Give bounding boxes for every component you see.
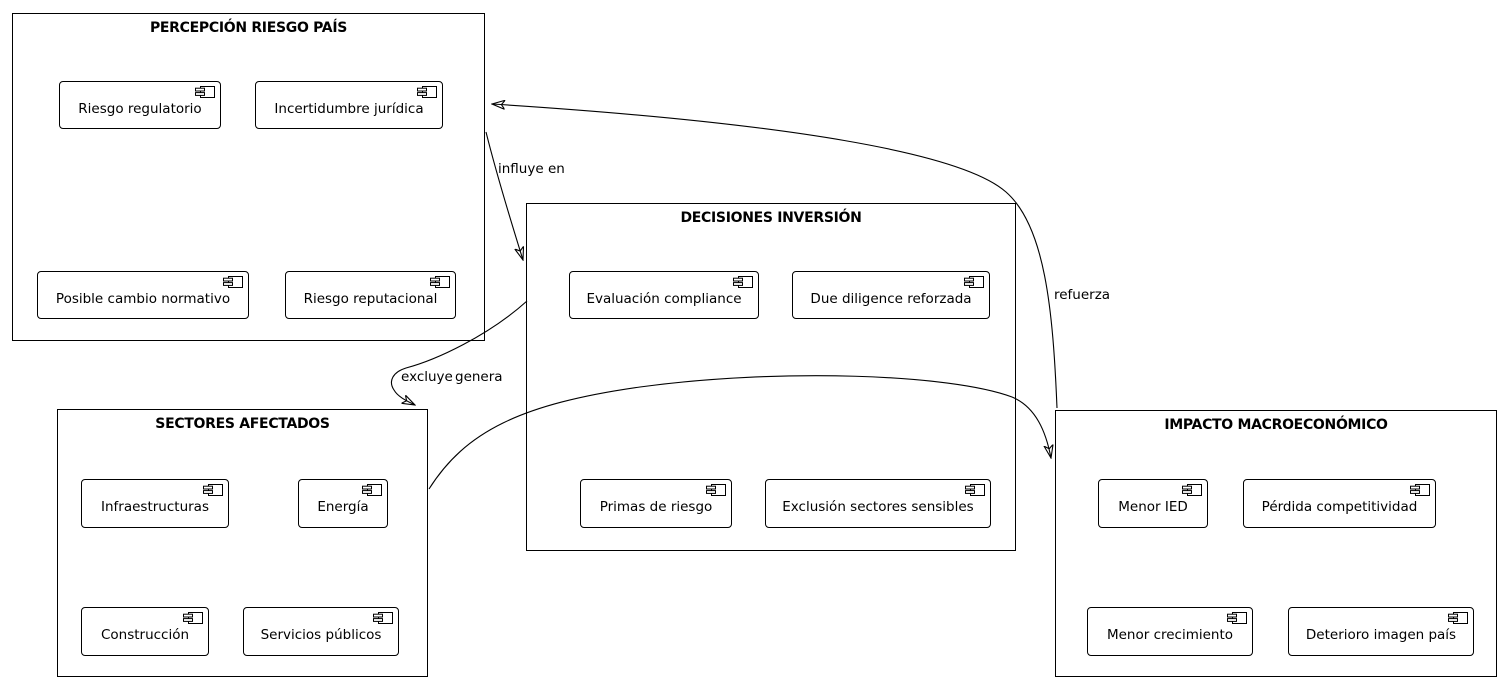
component-icon [373, 612, 393, 624]
component-label: Posible cambio normativo [55, 291, 231, 307]
component-icon [183, 612, 203, 624]
component-due-diligence-reforzada: Due diligence reforzada [792, 271, 990, 319]
component-label: Energía [317, 499, 369, 515]
component-label: Construcción [100, 627, 190, 643]
component-icon [223, 276, 243, 288]
component-icon [362, 484, 382, 496]
component-riesgo-regulatorio: Riesgo regulatorio [59, 81, 221, 129]
component-label: Menor IED [1118, 499, 1188, 515]
edge-influye-en [485, 131, 523, 260]
component-label: Evaluación compliance [586, 291, 742, 307]
group-title: IMPACTO MACROECONÓMICO [1164, 417, 1388, 433]
component-icon [417, 86, 437, 98]
edge-label-excluye: excluye [401, 369, 453, 385]
group-sectores-afectados: SECTORES AFECTADOS Infraestructuras Ener… [57, 409, 428, 677]
component-exclusion-sectores-sensibles: Exclusión sectores sensibles [765, 479, 991, 528]
component-icon [733, 276, 753, 288]
group-impacto-macroeconomico: IMPACTO MACROECONÓMICO Menor IED Pérdida… [1055, 410, 1497, 677]
component-label: Menor crecimiento [1106, 627, 1234, 643]
group-decisiones-inversion: DECISIONES INVERSIÓN Evaluación complian… [526, 203, 1016, 551]
group-title: SECTORES AFECTADOS [155, 416, 330, 432]
component-energia: Energía [298, 479, 388, 528]
component-icon [964, 276, 984, 288]
component-label: Primas de riesgo [599, 499, 713, 515]
component-icon [706, 484, 726, 496]
component-servicios-publicos: Servicios públicos [243, 607, 399, 656]
component-label: Riesgo reputacional [303, 291, 438, 307]
component-posible-cambio-normativo: Posible cambio normativo [37, 271, 249, 319]
component-label: Incertidumbre jurídica [274, 101, 424, 117]
component-label: Infraestructuras [101, 499, 209, 515]
component-menor-crecimiento: Menor crecimiento [1087, 607, 1253, 656]
group-title: PERCEPCIÓN RIESGO PAÍS [149, 20, 348, 36]
component-label: Deterioro imagen país [1305, 627, 1457, 643]
component-icon [195, 86, 215, 98]
component-incertidumbre-juridica: Incertidumbre jurídica [255, 81, 443, 129]
component-label: Due diligence reforzada [810, 291, 972, 307]
component-riesgo-reputacional: Riesgo reputacional [285, 271, 456, 319]
component-icon [203, 484, 223, 496]
component-evaluacion-compliance: Evaluación compliance [569, 271, 759, 319]
component-primas-de-riesgo: Primas de riesgo [580, 479, 732, 528]
component-menor-ied: Menor IED [1098, 479, 1208, 528]
edge-label-influye-en: influye en [498, 161, 565, 177]
component-label: Pérdida competitividad [1261, 499, 1418, 515]
component-icon [1448, 612, 1468, 624]
edge-label-refuerza: refuerza [1054, 287, 1111, 303]
edge-label-genera: genera [455, 369, 503, 385]
component-deterioro-imagen-pais: Deterioro imagen país [1288, 607, 1474, 656]
component-icon [1182, 484, 1202, 496]
component-label: Exclusión sectores sensibles [782, 499, 974, 515]
component-icon [430, 276, 450, 288]
component-label: Servicios públicos [260, 627, 382, 643]
component-perdida-competitividad: Pérdida competitividad [1243, 479, 1436, 528]
group-percepcion-riesgo-pais: PERCEPCIÓN RIESGO PAÍS Riesgo regulatori… [12, 13, 485, 341]
component-icon [1410, 484, 1430, 496]
component-icon [1227, 612, 1247, 624]
component-icon [965, 484, 985, 496]
group-title: DECISIONES INVERSIÓN [680, 210, 862, 226]
component-infraestructuras: Infraestructuras [81, 479, 229, 528]
component-construccion: Construcción [81, 607, 209, 656]
component-label: Riesgo regulatorio [78, 101, 202, 117]
